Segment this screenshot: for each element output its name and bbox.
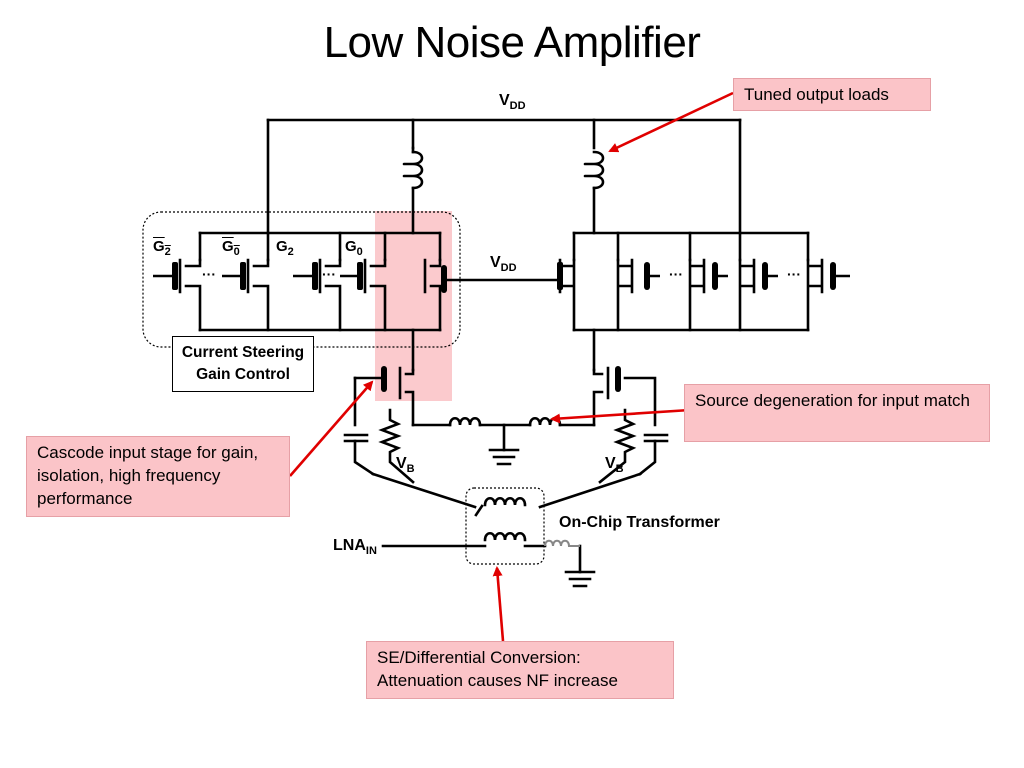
arrow-tuned-loads [608, 91, 734, 153]
on-chip-transformer-label: On-Chip Transformer [559, 514, 720, 531]
vb-left-label: VB [396, 455, 415, 476]
arrow-cascode [289, 380, 374, 477]
g2-bar-label: G2 [153, 238, 171, 258]
dots-2: ··· [322, 266, 336, 282]
callout-tuned-output-loads: Tuned output loads [733, 78, 931, 111]
left-load-inductor [402, 146, 424, 235]
dots-3: ··· [669, 266, 683, 282]
callout-source-degeneration: Source degeneration for input match [684, 384, 990, 442]
callout-cascode-input: Cascode input stage for gain, isolation,… [26, 436, 290, 517]
vb-right-label: VB [605, 455, 624, 476]
dots-1: ··· [202, 266, 216, 282]
vdd-top-label: VDD [499, 92, 526, 113]
current-steering-label: Current Steering Gain Control [172, 336, 314, 392]
g0-bar-label: G0 [222, 238, 240, 258]
g2-label: G2 [276, 238, 294, 258]
callout-se-diff-line2: Attenuation causes NF increase [377, 671, 618, 690]
current-steering-line1: Current Steering [181, 344, 305, 361]
arrow-transformer [492, 566, 505, 642]
page-title: Low Noise Amplifier [323, 18, 701, 67]
arrow-source-degeneration [550, 408, 691, 424]
dots-4: ··· [787, 266, 801, 282]
right-load-inductor [583, 150, 605, 235]
current-steering-line2: Gain Control [196, 366, 290, 383]
transformer-group [465, 487, 545, 565]
callout-se-diff-line1: SE/Differential Conversion: [377, 648, 581, 667]
g0-label: G0 [345, 238, 363, 258]
vdd-mid-label: VDD [490, 254, 517, 275]
lna-in-label: LNAIN [333, 537, 377, 558]
callout-se-differential: SE/Differential Conversion: Attenuation … [366, 641, 674, 699]
